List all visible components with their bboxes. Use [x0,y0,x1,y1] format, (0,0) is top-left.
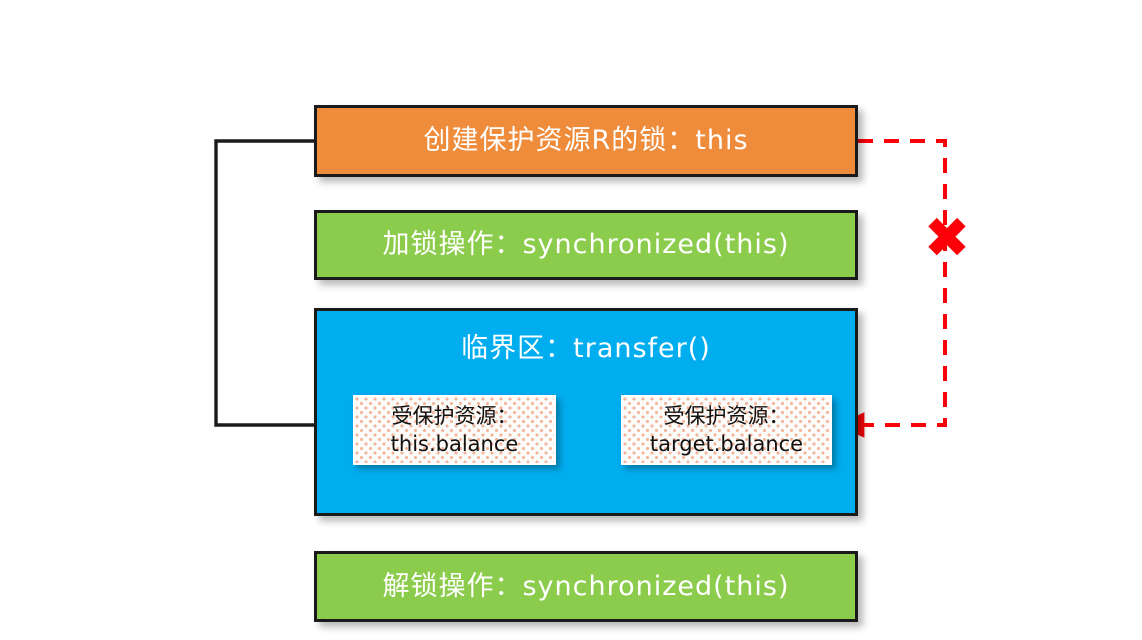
resource-target-value: target.balance [649,432,804,456]
block-lock-operation-label: 加锁操作：synchronized(this) [382,229,790,261]
block-unlock-operation[interactable]: 解锁操作：synchronized(this) [314,551,858,622]
block-create-lock[interactable]: 创建保护资源R的锁：this [314,105,858,177]
block-critical-section[interactable]: 临界区：transfer() 受保护资源： this.balance 受保护资源… [314,308,858,516]
resource-box-target-balance[interactable]: 受保护资源： target.balance [621,395,832,465]
block-unlock-operation-label: 解锁操作：synchronized(this) [382,570,790,602]
resource-this-value: this.balance [390,432,519,456]
block-create-lock-label: 创建保护资源R的锁：this [423,125,749,157]
resource-this-caption: 受保护资源： [391,403,518,428]
cross-mark-icon: ✖ [923,206,971,271]
resource-box-this-balance[interactable]: 受保护资源： this.balance [353,395,556,465]
resource-target-caption: 受保护资源： [663,403,790,428]
block-critical-section-label: 临界区：transfer() [461,333,711,364]
block-lock-operation[interactable]: 加锁操作：synchronized(this) [314,210,858,280]
